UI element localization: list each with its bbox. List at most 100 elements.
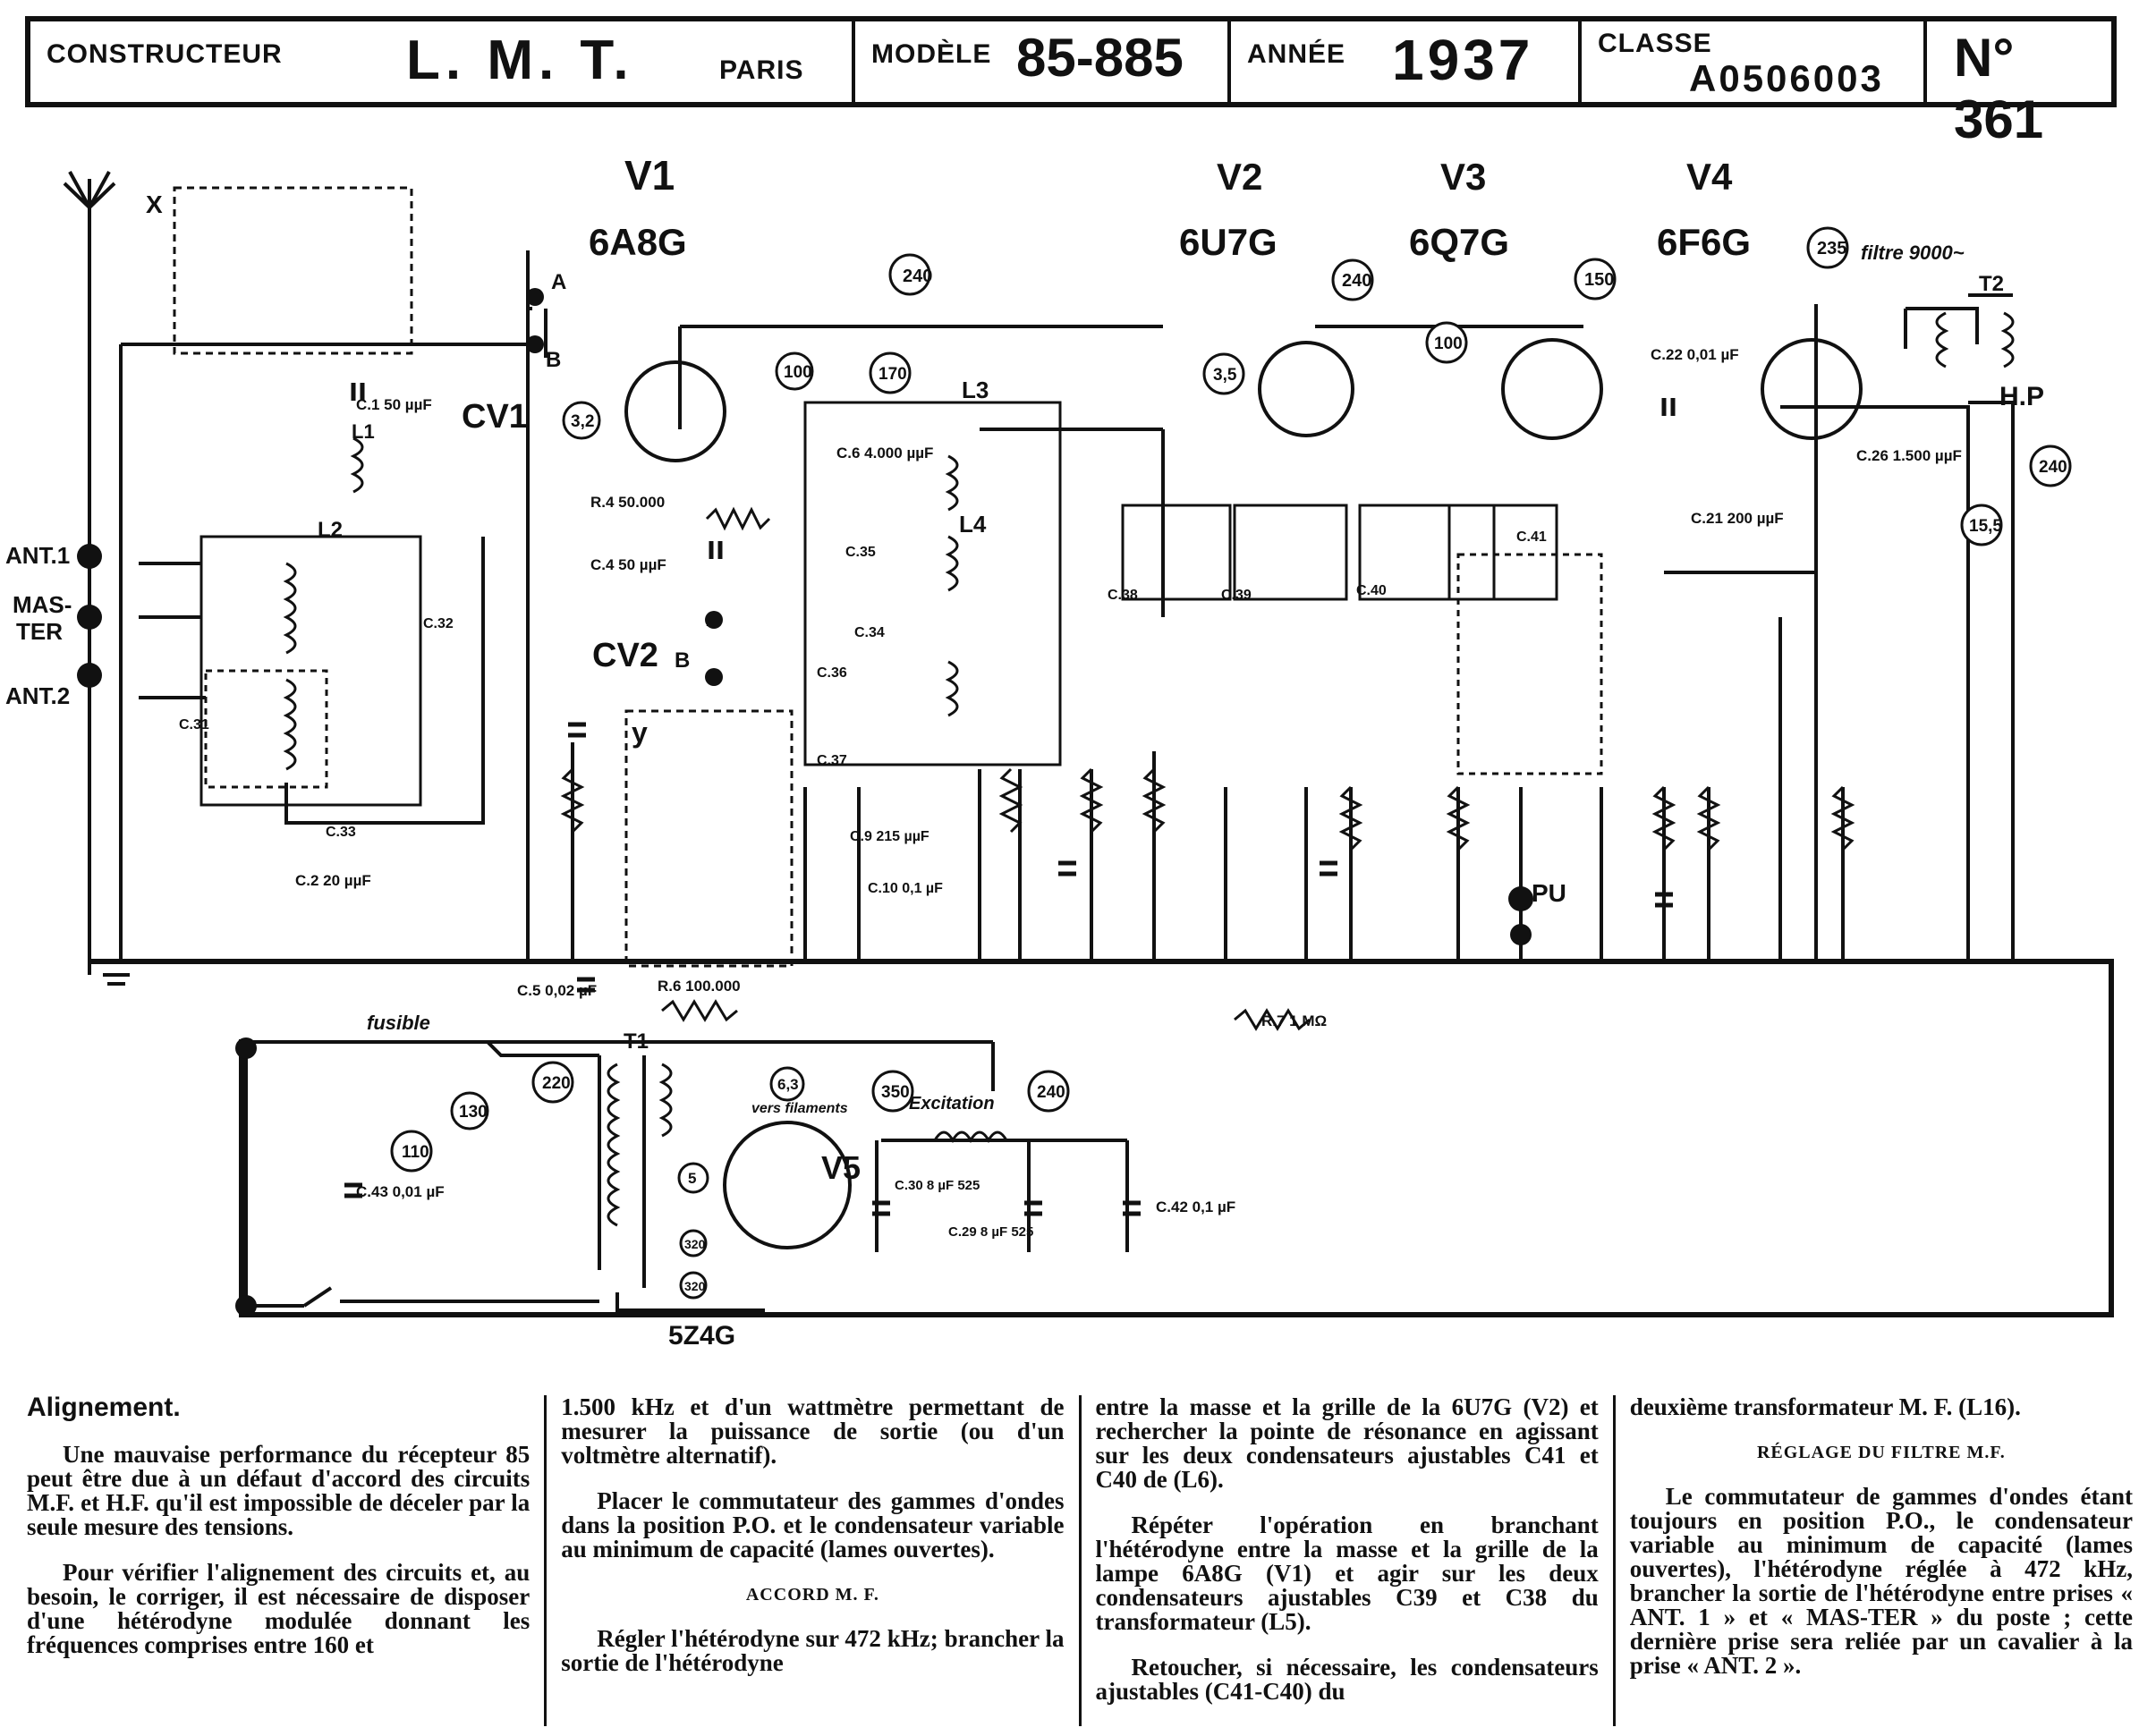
cv1-label: CV1: [462, 398, 528, 436]
svg-text:R.4 50.000: R.4 50.000: [590, 494, 665, 511]
terminal-dots: [77, 288, 1533, 1317]
annee-label: ANNÉE: [1247, 39, 1346, 69]
svg-text:130: 130: [459, 1103, 488, 1122]
voltage-markers: [390, 226, 2072, 1300]
svg-text:filtre 9000~: filtre 9000~: [1861, 241, 1965, 264]
svg-text:L1: L1: [352, 420, 375, 443]
constructeur-label: CONSTRUCTEUR: [47, 39, 283, 69]
text-column-4: deuxième transformateur M. F. (L16). RÉG…: [1612, 1395, 2147, 1726]
svg-text:100: 100: [784, 363, 812, 382]
svg-text:vers filaments: vers filaments: [751, 1101, 848, 1116]
annee-value: 1937: [1392, 28, 1534, 92]
svg-text:Excitation: Excitation: [909, 1094, 995, 1114]
header-modele: MODÈLE 85-885: [855, 21, 1231, 102]
svg-text:320: 320: [684, 1237, 706, 1251]
selector-x-box: [173, 186, 413, 355]
section-reglage-filtre: RÉGLAGE DU FILTRE M.F.: [1756, 1443, 2006, 1462]
t2-secondary: [2000, 311, 2015, 368]
svg-text:15,5: 15,5: [1969, 517, 2002, 536]
t1-secondary: [658, 1063, 673, 1138]
alignment-title: Alignement.: [27, 1393, 181, 1422]
svg-text:C.42 0,1 µF: C.42 0,1 µF: [1156, 1198, 1235, 1215]
text-column-1: Alignement. Une mauvaise performance du …: [27, 1393, 531, 1658]
ground-symbol: [88, 961, 130, 986]
svg-text:C.40: C.40: [1356, 583, 1387, 598]
v5-tube-envelope: [723, 1121, 852, 1249]
svg-text:220: 220: [542, 1074, 571, 1093]
excitation-choke: [933, 1131, 1008, 1144]
svg-text:240: 240: [1342, 271, 1371, 291]
v3-tube-envelope: [1501, 338, 1603, 440]
svg-text:L3: L3: [962, 377, 989, 403]
header-constructeur: CONSTRUCTEUR L. M. T. PARIS: [30, 21, 855, 102]
v3-label: V3: [1440, 156, 1486, 198]
section-accord-mf: ACCORD M. F.: [745, 1585, 879, 1605]
v1-type: 6A8G: [589, 221, 687, 263]
hp-label: H.P: [1999, 382, 2044, 411]
numero-value: N° 361: [1954, 28, 2044, 149]
svg-text:fusible: fusible: [367, 1012, 430, 1034]
svg-text:110: 110: [402, 1143, 429, 1162]
svg-text:L4: L4: [959, 511, 987, 538]
v4-tube-envelope: [1761, 338, 1863, 440]
svg-text:y: y: [632, 716, 648, 749]
svg-text:100: 100: [1434, 334, 1463, 353]
svg-text:C.6 4.000 µµF: C.6 4.000 µµF: [836, 445, 933, 462]
selector-y-box: [624, 709, 794, 968]
svg-text:C.2 20 µµF: C.2 20 µµF: [295, 872, 371, 889]
svg-text:T2: T2: [1979, 272, 2004, 296]
svg-text:235: 235: [1817, 239, 1846, 258]
text-column-3: entre la masse et la grille de la 6U7G (…: [1078, 1395, 1613, 1726]
v4-type: 6F6G: [1657, 221, 1751, 263]
svg-text:C.34: C.34: [854, 625, 885, 640]
header-bar: CONSTRUCTEUR L. M. T. PARIS MODÈLE 85-88…: [25, 16, 2117, 149]
v1-label: V1: [624, 152, 675, 199]
svg-text:240: 240: [1037, 1083, 1065, 1102]
v2-tube-envelope: [1258, 341, 1354, 437]
cv2-label: CV2: [592, 637, 658, 674]
svg-text:C.10 0,1 µF: C.10 0,1 µF: [868, 881, 943, 896]
svg-text:R.6 100.000: R.6 100.000: [658, 978, 741, 995]
l2-coil-b: [283, 678, 297, 771]
v5-label: V5: [821, 1149, 861, 1186]
svg-text:C.37: C.37: [817, 753, 847, 768]
svg-text:240: 240: [903, 267, 932, 286]
ant1-label: ANT.1: [5, 542, 70, 569]
l1-coil: [350, 436, 364, 494]
svg-text:T1: T1: [624, 1029, 649, 1054]
svg-text:C.30 8 µF 525: C.30 8 µF 525: [895, 1178, 980, 1193]
svg-text:C.43 0,01 µF: C.43 0,01 µF: [356, 1183, 445, 1200]
svg-text:C.36: C.36: [817, 665, 847, 681]
l2-coil-a: [283, 562, 297, 655]
svg-text:A: A: [551, 270, 566, 294]
svg-text:C.5 0,02 µF: C.5 0,02 µF: [517, 982, 597, 999]
svg-text:C.39: C.39: [1221, 588, 1252, 603]
svg-text:6,3: 6,3: [777, 1076, 799, 1093]
svg-text:C.26 1.500 µµF: C.26 1.500 µµF: [1856, 447, 1962, 464]
svg-text:5: 5: [688, 1170, 696, 1187]
text-column-2: 1.500 kHz et d'un wattmètre permettant d…: [544, 1395, 1078, 1726]
constructeur-value: L. M. T.: [406, 30, 634, 91]
svg-text:C.33: C.33: [326, 825, 356, 840]
v2-label: V2: [1217, 156, 1262, 198]
svg-text:C.41: C.41: [1516, 529, 1547, 545]
svg-text:B: B: [546, 348, 561, 372]
svg-text:C.38: C.38: [1108, 588, 1138, 603]
classe-value: A0506003: [1689, 57, 1884, 99]
pu-label: PU: [1532, 879, 1566, 907]
ant2-label: ANT.2: [5, 682, 70, 709]
svg-text:350: 350: [881, 1083, 910, 1102]
master-label-b: TER: [16, 618, 63, 645]
svg-text:L2: L2: [318, 518, 343, 542]
svg-text:3,2: 3,2: [571, 412, 594, 431]
svg-text:3,5: 3,5: [1213, 366, 1237, 385]
svg-text:C.31: C.31: [179, 717, 209, 733]
svg-text:C.29 8 µF 525: C.29 8 µF 525: [948, 1224, 1033, 1240]
t2-primary: [1935, 311, 1949, 368]
svg-text:B: B: [675, 648, 690, 673]
svg-text:C.22 0,01 µF: C.22 0,01 µF: [1651, 346, 1739, 363]
antenna-symbol: [63, 171, 116, 961]
svg-text:150: 150: [1584, 270, 1614, 290]
v4-label: V4: [1686, 156, 1733, 198]
svg-text:170: 170: [879, 365, 907, 384]
